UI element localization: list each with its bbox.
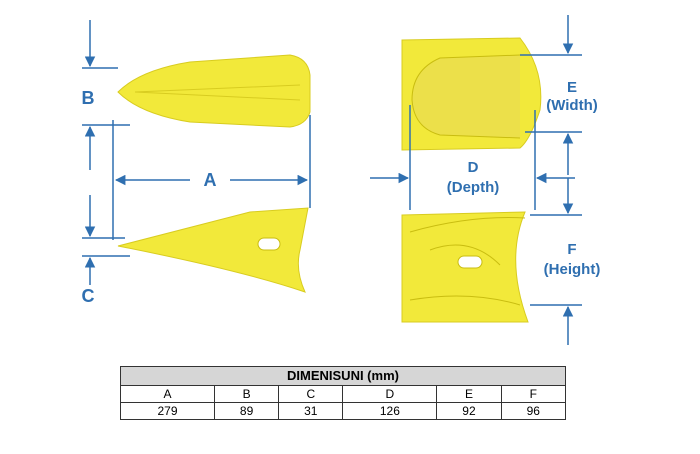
table-header-row: A B C D E F bbox=[120, 385, 567, 403]
header-cell: D bbox=[342, 385, 438, 403]
header-cell: F bbox=[500, 385, 567, 403]
value-cell: 96 bbox=[500, 402, 567, 420]
tooth-rear-top-view bbox=[401, 37, 542, 151]
header-cell: E bbox=[436, 385, 502, 403]
value-cell: 89 bbox=[213, 402, 280, 420]
label-d: D bbox=[468, 159, 479, 176]
table-row: 279 89 31 126 92 96 bbox=[120, 402, 567, 420]
value-cell: 92 bbox=[436, 402, 502, 420]
tooth-side-view bbox=[117, 207, 309, 293]
label-b: B bbox=[82, 88, 95, 108]
header-cell: B bbox=[213, 385, 280, 403]
header-cell: A bbox=[120, 385, 215, 403]
table-title: DIMENISUNI (mm) bbox=[120, 366, 566, 386]
label-a: A bbox=[204, 170, 217, 190]
label-e: E bbox=[567, 79, 577, 96]
label-d-sub: (Depth) bbox=[447, 179, 500, 196]
label-f-sub: (Height) bbox=[544, 261, 601, 278]
dimension-lines bbox=[82, 15, 582, 345]
value-cell: 126 bbox=[342, 402, 438, 420]
label-c: C bbox=[82, 286, 95, 306]
tooth-rear-side-view bbox=[401, 211, 529, 323]
value-cell: 31 bbox=[278, 402, 344, 420]
label-e-sub: (Width) bbox=[546, 97, 598, 114]
label-f: F bbox=[567, 241, 576, 258]
tooth-top-view bbox=[117, 54, 311, 128]
dimensions-table: DIMENISUNI (mm) A B C D E F 279 89 31 12… bbox=[120, 366, 567, 420]
value-cell: 279 bbox=[120, 402, 215, 420]
header-cell: C bbox=[278, 385, 344, 403]
